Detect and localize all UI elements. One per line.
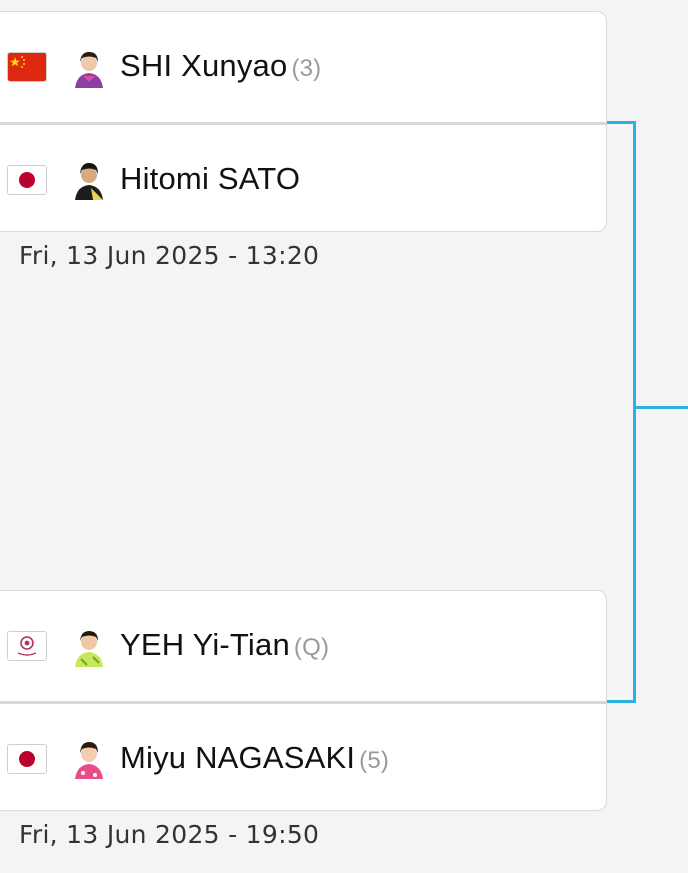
match-datetime: Fri, 13 Jun 2025 - 19:50 xyxy=(19,820,320,849)
player-row[interactable]: YEH Yi-Tian(Q) xyxy=(0,591,606,701)
player-avatar-icon xyxy=(71,625,107,667)
chinese-taipei-flag-icon xyxy=(7,631,47,661)
japan-flag-icon xyxy=(7,165,47,195)
player-avatar-icon xyxy=(71,46,107,88)
row-divider xyxy=(0,701,606,704)
player-name-text: SHI Xunyao xyxy=(120,48,288,83)
player-avatar-icon xyxy=(71,158,107,200)
player-name: Miyu NAGASAKI(5) xyxy=(120,740,389,776)
player-name-text: YEH Yi-Tian xyxy=(120,627,290,662)
row-divider xyxy=(0,122,606,125)
player-seed: (5) xyxy=(359,747,390,774)
player-seed: (Q) xyxy=(293,634,330,661)
player-avatar-icon xyxy=(71,737,107,779)
bracket-connector-next-round xyxy=(633,406,688,409)
player-seed: (3) xyxy=(291,55,322,82)
player-name: YEH Yi-Tian(Q) xyxy=(120,627,329,663)
bracket-connector-vertical xyxy=(633,121,636,703)
match-card[interactable]: SHI Xunyao(3) Hitomi SATO xyxy=(0,11,607,232)
china-flag-icon xyxy=(7,52,47,82)
bracket-connector-bottom xyxy=(607,700,636,703)
match-datetime: Fri, 13 Jun 2025 - 13:20 xyxy=(19,241,320,270)
player-name: Hitomi SATO xyxy=(120,161,304,197)
player-row[interactable]: Miyu NAGASAKI(5) xyxy=(0,704,606,810)
player-name-text: Hitomi SATO xyxy=(120,161,301,196)
player-row[interactable]: Hitomi SATO xyxy=(0,125,606,231)
player-name-text: Miyu NAGASAKI xyxy=(120,740,356,775)
player-row[interactable]: SHI Xunyao(3) xyxy=(0,12,606,122)
match-card[interactable]: YEH Yi-Tian(Q) Miyu NAGASAKI(5) xyxy=(0,590,607,811)
japan-flag-icon xyxy=(7,744,47,774)
player-name: SHI Xunyao(3) xyxy=(120,48,321,84)
bracket-connector-top xyxy=(607,121,636,124)
